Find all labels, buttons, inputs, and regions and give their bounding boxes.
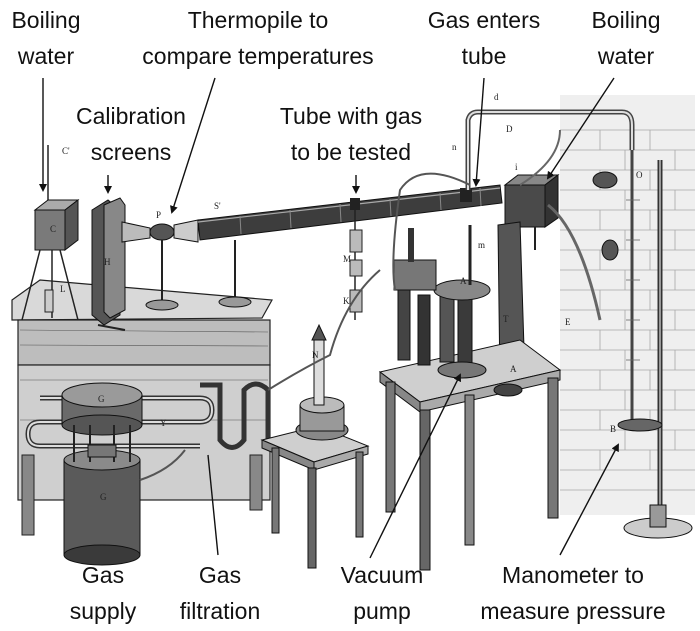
letter-k: K xyxy=(343,296,350,306)
letter-d-small: d xyxy=(494,92,499,102)
line-gas-filtration xyxy=(207,454,219,556)
label-manometer-line2: measure pressure xyxy=(480,598,666,624)
manometer-stand xyxy=(601,150,693,539)
label-gas-enters: Gas enters tube xyxy=(414,2,554,74)
label-gas-filtration-line2: filtration xyxy=(179,598,261,624)
thermopile-stand xyxy=(121,219,252,311)
left-table xyxy=(11,279,273,536)
letter-h: H xyxy=(104,257,111,267)
brick-wall xyxy=(560,95,695,515)
burner-table xyxy=(260,323,370,569)
letter-y: Y xyxy=(160,418,167,428)
letter-t: T xyxy=(503,314,509,324)
letter-m-small: m xyxy=(478,240,485,250)
label-calibration-screens-line1: Calibration xyxy=(76,103,186,129)
letter-d-cap: D xyxy=(506,124,513,134)
letter-o: O xyxy=(636,170,643,180)
letter-l: L xyxy=(60,284,66,294)
arrow-boiling-water-right xyxy=(546,77,615,180)
label-tube-with-gas: Tube with gas to be tested xyxy=(258,98,444,170)
label-boiling-water-right-line1: Boiling xyxy=(591,7,661,33)
label-vacuum-pump: Vacuum pump xyxy=(318,557,446,629)
letter-i: i xyxy=(515,162,518,172)
label-calibration-screens: Calibration screens xyxy=(56,98,206,170)
engraving-letters: C H L P S' C' G Y G N A A T M K m n D d … xyxy=(50,92,643,502)
arrow-vacuum-pump xyxy=(369,373,461,559)
arrow-manometer xyxy=(559,443,619,556)
label-boiling-water-left: Boiling water xyxy=(0,2,92,74)
letter-b: B xyxy=(610,424,616,434)
label-boiling-water-left-line2: water xyxy=(17,43,75,69)
label-gas-filtration: Gas filtration xyxy=(162,557,278,629)
label-tube-with-gas-line2: to be tested xyxy=(290,139,412,165)
letter-a: A xyxy=(460,276,467,286)
label-thermopile-line1: Thermopile to xyxy=(187,7,329,33)
label-gas-filtration-line1: Gas xyxy=(198,562,242,588)
letter-n: N xyxy=(312,350,319,360)
gas-supply-tank xyxy=(61,382,143,566)
label-gas-supply-line2: supply xyxy=(69,598,137,624)
annotation-arrows xyxy=(39,77,619,559)
label-manometer: Manometer to measure pressure xyxy=(460,557,686,629)
label-gas-supply-line1: Gas xyxy=(81,562,125,588)
letter-g-tank: G xyxy=(100,492,107,502)
connecting-hoses xyxy=(139,172,471,481)
vacuum-pump xyxy=(393,225,491,379)
hanging-gauges xyxy=(349,210,363,320)
label-vacuum-pump-line1: Vacuum xyxy=(340,562,424,588)
letter-g-top: G xyxy=(98,394,105,404)
letter-e: E xyxy=(565,317,571,327)
letter-c-top: C' xyxy=(62,146,70,156)
letter-m: M xyxy=(343,254,351,264)
label-calibration-screens-line2: screens xyxy=(90,139,172,165)
letter-n-small: n xyxy=(452,142,457,152)
label-vacuum-pump-line2: pump xyxy=(353,598,411,624)
letter-p: P xyxy=(156,210,161,220)
letter-s: S' xyxy=(214,201,221,211)
label-boiling-water-right-line2: water xyxy=(597,43,655,69)
label-gas-enters-line2: tube xyxy=(461,43,507,69)
letter-c-left: C xyxy=(50,224,56,234)
label-thermopile-line2: compare temperatures xyxy=(142,43,374,69)
label-gas-supply: Gas supply xyxy=(50,557,156,629)
label-boiling-water-right: Boiling water xyxy=(578,2,674,74)
boiling-water-vessel-right xyxy=(465,109,635,321)
label-manometer-line1: Manometer to xyxy=(502,562,644,588)
label-thermopile: Thermopile to compare temperatures xyxy=(118,2,398,74)
label-tube-with-gas-line1: Tube with gas xyxy=(279,103,423,129)
arrow-gas-enters xyxy=(472,77,485,187)
calibration-screens xyxy=(91,197,126,331)
letter-a-base: A xyxy=(510,364,517,374)
label-gas-enters-line1: Gas enters xyxy=(427,7,541,33)
label-boiling-water-left-line1: Boiling xyxy=(11,7,81,33)
arrow-thermopile xyxy=(170,77,216,214)
boiling-water-vessel-left xyxy=(21,145,80,321)
